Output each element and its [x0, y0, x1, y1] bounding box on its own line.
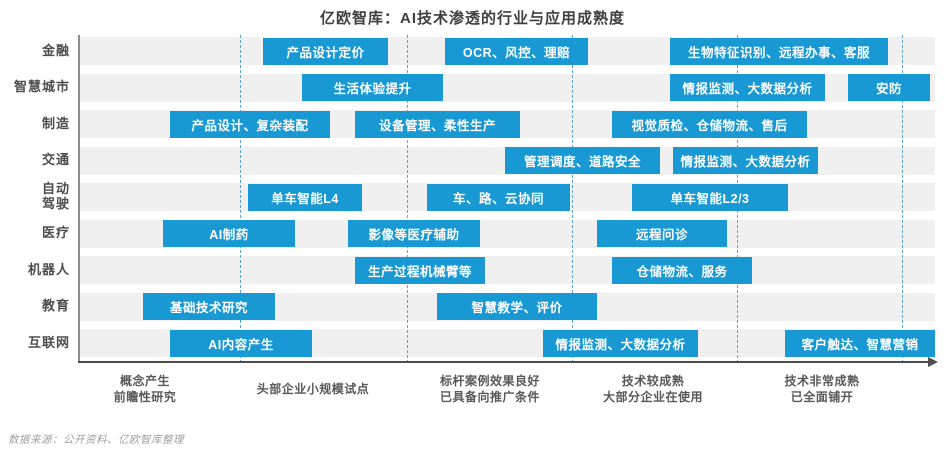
y-axis-line: [78, 35, 80, 363]
app-box: 设备管理、柔性生产: [355, 110, 520, 138]
app-box: 远程问诊: [597, 220, 727, 247]
industry-row-band: [80, 256, 935, 284]
app-box: AI制药: [163, 220, 295, 247]
app-box: 智慧教学、评价: [437, 293, 597, 320]
x-axis-line: [78, 361, 930, 363]
app-box: 视觉质检、仓储物流、售后: [612, 110, 807, 138]
industry-label: 教育: [41, 298, 70, 313]
app-box: 生产过程机械臂等: [355, 256, 485, 284]
industry-label: 智慧城市: [13, 79, 70, 94]
app-box: 生活体验提升: [302, 74, 443, 101]
app-box: 单车智能L4: [248, 183, 362, 211]
app-box: 情报监测、大数据分析: [543, 329, 698, 357]
stage-label: 技术非常成熟已全面铺开: [784, 373, 860, 405]
stage-gridline: [407, 35, 408, 363]
chart-title: 亿欧智库：AI技术渗透的行业与应用成熟度: [319, 10, 625, 27]
stage-gridline: [572, 35, 573, 363]
industry-label: 交通: [41, 152, 70, 167]
app-box: 情报监测、大数据分析: [670, 74, 825, 101]
industry-label: 自动驾驶: [41, 181, 70, 211]
app-box: 产品设计、复杂装配: [170, 110, 330, 138]
app-box: 客户触达、智慧营销: [785, 329, 935, 357]
industry-label: 制造: [41, 115, 70, 131]
app-box: 生物特征识别、远程办事、客服: [670, 37, 888, 65]
stage-label: 技术较成熟大部分企业在使用: [602, 373, 703, 405]
app-box: 管理调度、道路安全: [505, 147, 660, 174]
app-box: 情报监测、大数据分析: [673, 147, 818, 174]
stage-label: 概念产生前瞻性研究: [113, 373, 177, 405]
industry-label: 金融: [41, 42, 70, 58]
app-box: 仓储物流、服务: [612, 256, 752, 284]
stage-gridline: [902, 35, 903, 363]
app-box: 基础技术研究: [143, 293, 275, 320]
app-box: AI内容产生: [170, 329, 312, 357]
stage-label: 头部企业小规模试点: [256, 381, 370, 396]
app-box: 影像等医疗辅助: [348, 220, 480, 247]
industry-label: 机器人: [27, 261, 70, 277]
app-box: 单车智能L2/3: [632, 183, 788, 211]
app-box: OCR、风控、理赔: [445, 37, 588, 65]
source-note: 数据来源：公开资料、亿欧智库整理: [8, 434, 184, 446]
stage-gridline: [240, 35, 241, 363]
app-box: 安防: [848, 74, 930, 101]
stage-label: 标杆案例效果良好已具备向推广条件: [439, 373, 540, 405]
app-box: 产品设计定价: [263, 37, 388, 65]
industry-label: 互联网: [27, 334, 70, 350]
industry-label: 医疗: [41, 225, 70, 240]
app-box: 车、路、云协同: [427, 183, 570, 211]
x-axis-arrow-icon: [928, 357, 938, 367]
